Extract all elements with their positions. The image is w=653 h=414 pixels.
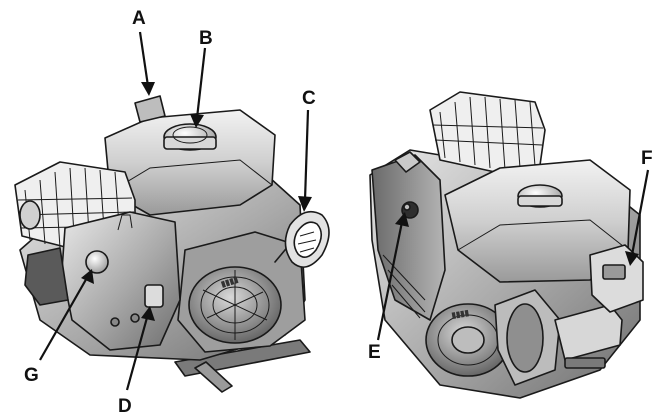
- left-muffler-guard: [24, 247, 69, 306]
- left-crank-shaft: [194, 361, 233, 393]
- callout-label-e: E: [368, 342, 381, 363]
- right-engine: ▮▮▮▮: [369, 91, 644, 399]
- callout-label-f: F: [641, 148, 653, 169]
- callout-label-a: A: [132, 8, 146, 29]
- fan-brand-text-right: ▮▮▮▮: [451, 308, 470, 320]
- left-engine: ▮▮▮▮: [14, 95, 330, 393]
- left-choke-lever: [144, 284, 164, 308]
- callout-label-b: B: [199, 28, 213, 49]
- callout-label-d: D: [118, 396, 132, 414]
- right-air-cleaner-cage: [429, 91, 546, 173]
- right-shaft: [554, 304, 623, 361]
- left-primer-bulb: [85, 250, 109, 274]
- callout-label-c: C: [302, 88, 316, 109]
- left-vent-knob: [134, 95, 166, 123]
- callout-label-g: G: [24, 365, 39, 386]
- callout-arrows: [39, 31, 650, 391]
- left-starter-handle: [274, 210, 330, 268]
